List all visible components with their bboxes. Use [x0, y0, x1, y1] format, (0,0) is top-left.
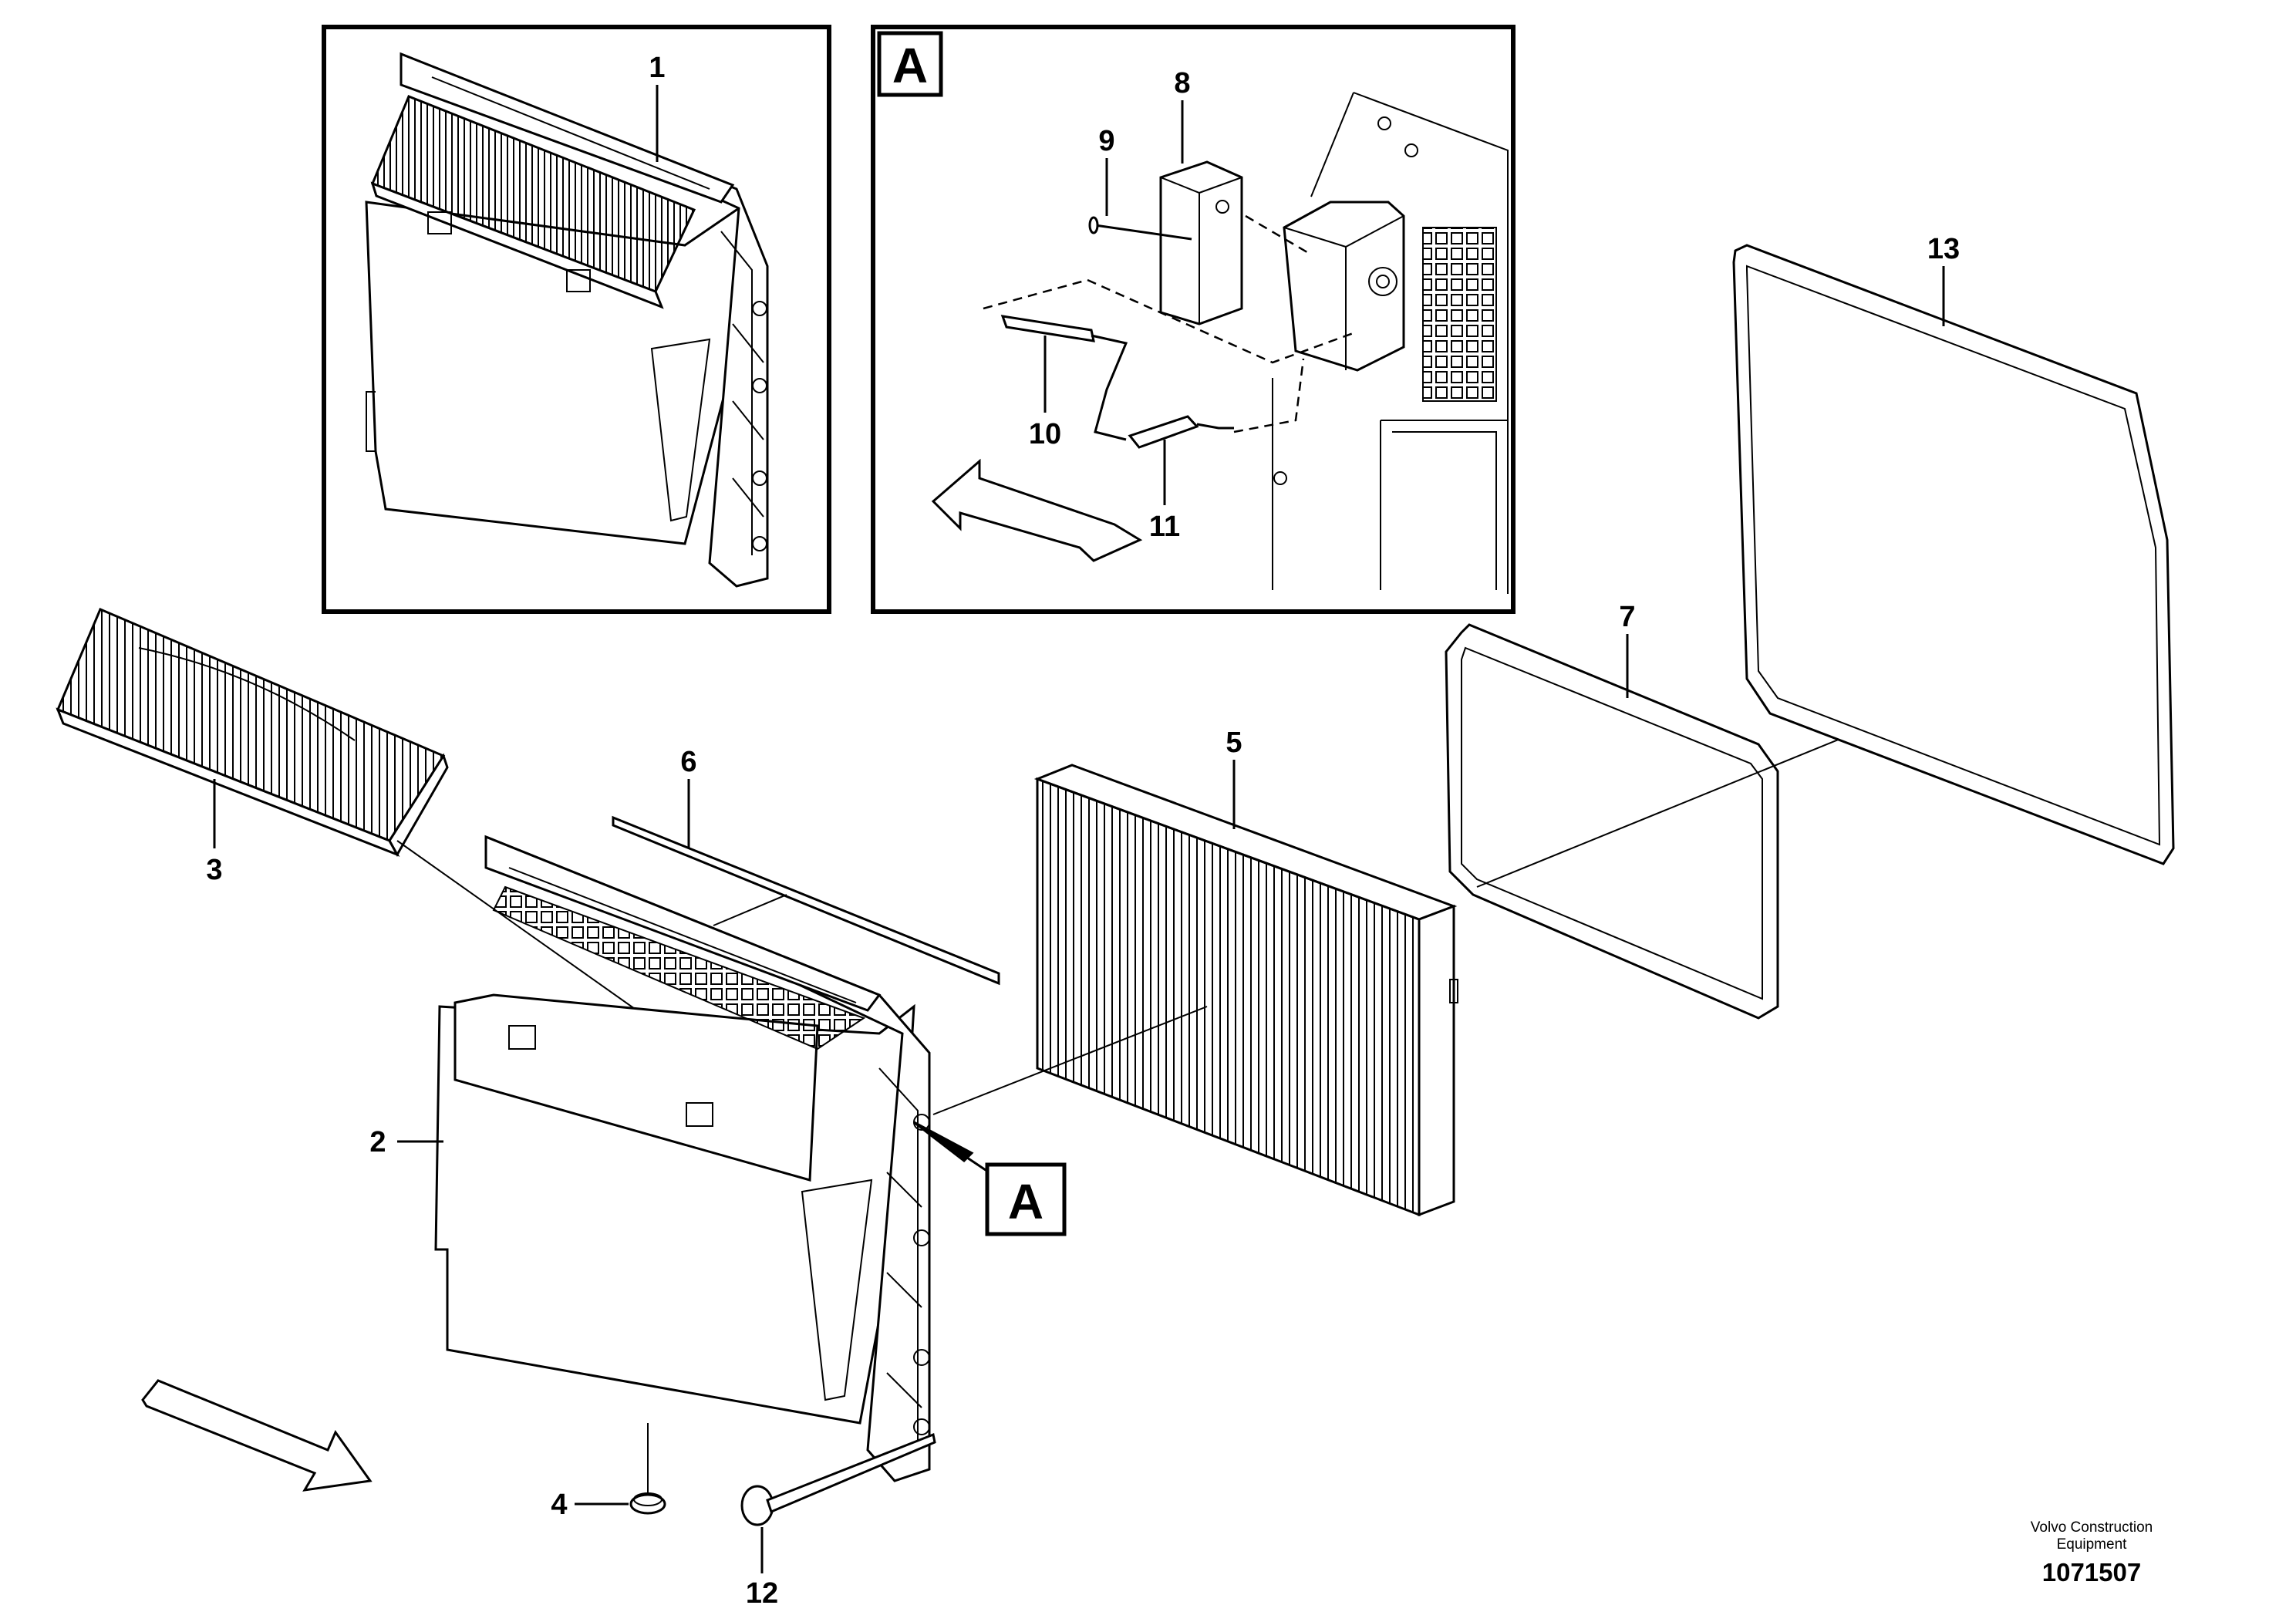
callout-2: 2 — [369, 1126, 443, 1158]
airflow-arrow — [141, 1379, 373, 1492]
callout-9: 9 — [1098, 125, 1115, 216]
callout-4-label: 4 — [551, 1489, 567, 1521]
brand-line-1: Volvo Construction — [2031, 1519, 2153, 1536]
callout-13: 13 — [1927, 233, 1960, 326]
grommet-part-4 — [629, 1492, 666, 1515]
callout-5-label: 5 — [1226, 727, 1242, 759]
callout-12-label: 12 — [746, 1577, 778, 1610]
callout-3: 3 — [206, 779, 223, 886]
main-filter-part-5 — [1033, 764, 1458, 1217]
callout-9-label: 9 — [1098, 125, 1114, 157]
brand-line-2: Equipment — [2057, 1536, 2128, 1553]
callout-1: 1 — [649, 52, 666, 162]
screw-part-12 — [740, 1432, 936, 1526]
callout-11-label: 11 — [1149, 511, 1180, 543]
callout-2-label: 2 — [369, 1126, 386, 1158]
callout-7: 7 — [1619, 601, 1636, 698]
leader-3-to-housing — [396, 840, 649, 1019]
detail-a-label: A — [892, 38, 928, 93]
callout-6-label: 6 — [680, 746, 696, 778]
callout-10: 10 — [1029, 336, 1061, 450]
callout-5: 5 — [1226, 727, 1242, 829]
callout-7-label: 7 — [1619, 601, 1635, 633]
gasket-part-7 — [1445, 623, 1779, 1020]
callout-4: 4 — [551, 1489, 629, 1521]
callout-1-label: 1 — [649, 52, 665, 84]
leader-6-to-housing — [713, 894, 787, 926]
callout-8: 8 — [1174, 67, 1191, 164]
callout-13-label: 13 — [1927, 233, 1960, 265]
view-marker-a: A — [913, 1121, 1067, 1236]
callout-3-label: 3 — [206, 854, 222, 886]
inset-panel-housing — [322, 25, 831, 614]
callout-6: 6 — [680, 746, 697, 848]
view-marker-a-label: A — [1008, 1174, 1043, 1229]
callout-8-label: 8 — [1174, 67, 1190, 99]
drawing-number: 1071507 — [2042, 1558, 2141, 1587]
callout-11: 11 — [1149, 440, 1180, 543]
pre-filter-part-3 — [56, 608, 449, 858]
callout-10-label: 10 — [1029, 418, 1061, 450]
detail-a-panel: A — [871, 25, 1515, 614]
gasket-part-13 — [1732, 244, 2175, 865]
housing-part-2 — [434, 835, 931, 1482]
seal-strip-part-6 — [612, 815, 1000, 986]
callout-12: 12 — [746, 1527, 778, 1610]
title-block: Volvo Construction Equipment 1071507 — [2031, 1519, 2153, 1587]
